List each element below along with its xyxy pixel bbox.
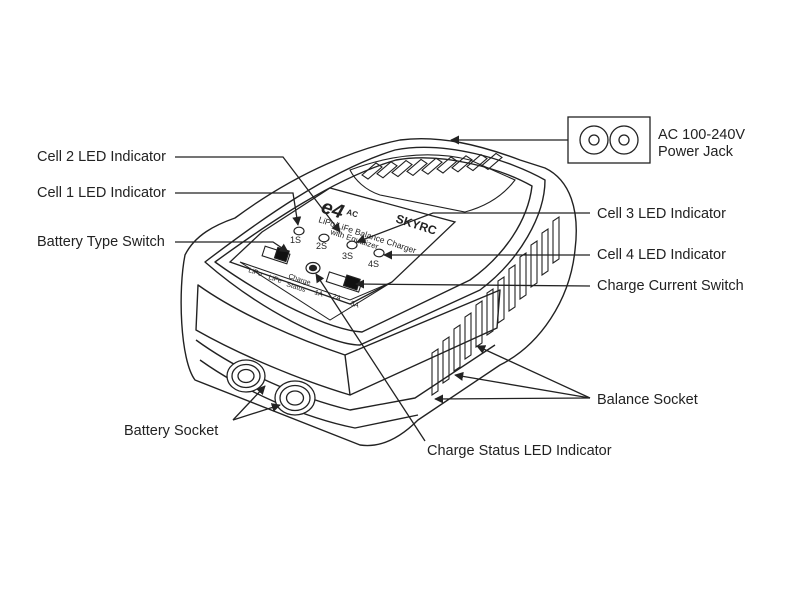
side-vent-slot [508, 263, 516, 313]
cell3-led-label: Cell 3 LED Indicator [597, 206, 726, 222]
side-vent-slot [431, 347, 439, 397]
current-label-2a: 2A [331, 293, 342, 302]
side-vents [431, 215, 560, 397]
charger-body [180, 138, 577, 447]
charge-status-led-label: Charge Status LED Indicator [427, 443, 612, 459]
vent-slot [406, 158, 428, 177]
leds [293, 226, 385, 275]
leader-lines [175, 135, 591, 442]
vent-slot [451, 155, 473, 173]
cell-label-4s: 4S [368, 259, 379, 269]
current-label-1a: 1A [313, 289, 324, 298]
battery-sockets [226, 359, 316, 416]
ac-power-jack-inset [567, 116, 651, 164]
side-vent-slot [464, 311, 472, 361]
side-vent-slot [442, 335, 450, 385]
top-vent-grille [349, 152, 516, 213]
ac-power-jack-label: AC 100-240V Power Jack [658, 127, 745, 161]
cell2-led-icon [318, 233, 330, 243]
vent-slot [481, 152, 503, 171]
side-vent-slot [519, 251, 527, 301]
side-vent-slot [541, 227, 549, 277]
current-label-3a: 3A [349, 300, 360, 309]
vent-slot [391, 159, 413, 178]
vent-slot [421, 157, 443, 175]
cell4-led-label: Cell 4 LED Indicator [597, 247, 726, 263]
ac-power-jack-line2: Power Jack [658, 144, 733, 160]
device-model-tag: AC [345, 207, 359, 219]
side-vent-slot [486, 287, 494, 337]
side-vent-slot [530, 239, 538, 289]
cell1-led-label: Cell 1 LED Indicator [37, 185, 166, 201]
cell1-led-icon [293, 226, 305, 236]
cell2-led-label: Cell 2 LED Indicator [37, 149, 166, 165]
side-vent-slot [453, 323, 461, 373]
charge-current-switch-label: Charge Current Switch [597, 278, 744, 294]
balance-socket-label: Balance Socket [597, 392, 698, 408]
vent-slot [361, 162, 383, 180]
side-vent-slot [552, 215, 560, 265]
side-vent-slot [497, 275, 505, 325]
side-vent-slot [475, 299, 483, 349]
cell4-led-icon [373, 248, 385, 258]
ac-power-jack-line1: AC 100-240V [658, 127, 746, 143]
label-panel [228, 187, 457, 321]
battery-type-switch-label: Battery Type Switch [37, 234, 165, 250]
switch-label-life: LiFe [267, 274, 282, 285]
battery-socket-label: Battery Socket [124, 423, 219, 439]
vent-slot [436, 156, 458, 174]
cell3-led-icon [346, 240, 358, 250]
cell-label-1s: 1S [290, 235, 301, 245]
vent-slot [466, 153, 488, 172]
cell-label-2s: 2S [316, 241, 327, 251]
switch-label-lipo: LiPo [247, 267, 263, 278]
cell-label-3s: 3S [342, 251, 353, 261]
vent-slot [376, 161, 398, 179]
